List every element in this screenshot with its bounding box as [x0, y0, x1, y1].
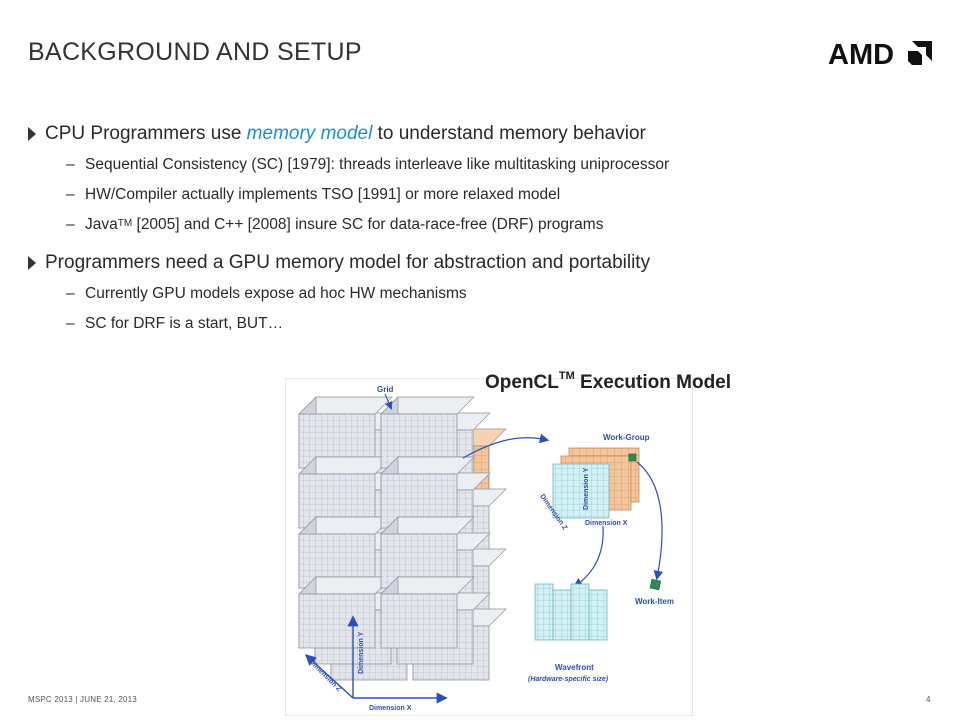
bullet-text: Programmers need a GPU memory model for …	[45, 252, 651, 273]
sub-bullet-text-pre: Java	[85, 216, 118, 233]
bullet-text-suffix: to understand memory behavior	[372, 123, 646, 144]
bullet-list: CPU Programmers use memory model to unde…	[28, 122, 928, 334]
sub-bullet-sc-drf: –SC for DRF is a start, BUT…	[66, 315, 284, 332]
sub-bullet-text: Sequential Consistency (SC) [1979]: thre…	[85, 156, 670, 173]
amd-logo-text: AMD	[828, 39, 894, 68]
sub-bullet-tso: –HW/Compiler actually implements TSO [19…	[66, 186, 561, 203]
work-item-highlight	[628, 453, 637, 462]
memory-model-emphasis: memory model	[246, 123, 373, 144]
sub-bullet-sc: –Sequential Consistency (SC) [1979]: thr…	[66, 156, 670, 173]
wavefront-note: (Hardware-specific size)	[528, 676, 609, 683]
slide-title: BACKGROUND AND SETUP	[28, 38, 362, 66]
bullet-memory-model: CPU Programmers use memory model to unde…	[28, 122, 928, 146]
figure-title-sup: TM	[558, 370, 575, 382]
sub-bullet-java: –JavaTM [2005] and C++ [2008] insure SC …	[66, 216, 604, 233]
amd-logo: AMD	[828, 38, 934, 68]
grid-block	[298, 576, 393, 649]
grid-block	[380, 576, 475, 649]
trademark-sup: TM	[117, 218, 133, 229]
workgroup-front	[552, 463, 610, 519]
figure-title-post: Execution Model	[574, 372, 732, 393]
workgroup-dim-y-label: Dimension Y	[583, 467, 590, 510]
figure-title-pre: OpenCL	[485, 372, 559, 393]
sub-bullet-text: HW/Compiler actually implements TSO [199…	[85, 186, 561, 203]
sub-bullet-text-post: [2005] and C++ [2008] insure SC for data…	[132, 216, 604, 233]
work-item-icon	[649, 578, 662, 591]
sub-bullet-adhoc: –Currently GPU models expose ad hoc HW m…	[66, 285, 467, 302]
bullet-arrow-icon	[28, 127, 36, 141]
sub-bullet-text: Currently GPU models expose ad hoc HW me…	[85, 285, 467, 302]
amd-logo-mark: AMD	[828, 39, 932, 68]
footer-event: MSPC 2013 | JUNE 21, 2013	[28, 695, 137, 704]
workgroup-dim-x-label: Dimension X	[585, 520, 628, 527]
opencl-execution-model-figure: Grid Work-Group Dimension X Dimension Y …	[285, 378, 693, 716]
work-group-label: Work-Group	[603, 433, 650, 442]
wavefront-label: Wavefront	[555, 663, 594, 672]
grid-block	[380, 516, 475, 589]
bullet-gpu-model: Programmers need a GPU memory model for …	[28, 251, 928, 275]
wavefront-block	[552, 589, 572, 641]
bullet-text-prefix: CPU Programmers use	[45, 123, 247, 144]
figure-title: OpenCLTM Execution Model	[485, 370, 732, 394]
wavefront-block	[570, 583, 590, 641]
wavefront-block	[534, 583, 554, 641]
sub-bullet-text: SC for DRF is a start, BUT…	[85, 315, 284, 332]
bullet-arrow-icon	[28, 256, 36, 270]
grid-label: Grid	[377, 385, 394, 394]
wavefront-block	[588, 589, 608, 641]
grid-dim-y-label: Dimension Y	[358, 631, 365, 674]
page-number: 4	[926, 695, 931, 704]
grid-dim-x-label: Dimension X	[369, 705, 412, 712]
work-item-label: Work-Item	[635, 597, 674, 606]
